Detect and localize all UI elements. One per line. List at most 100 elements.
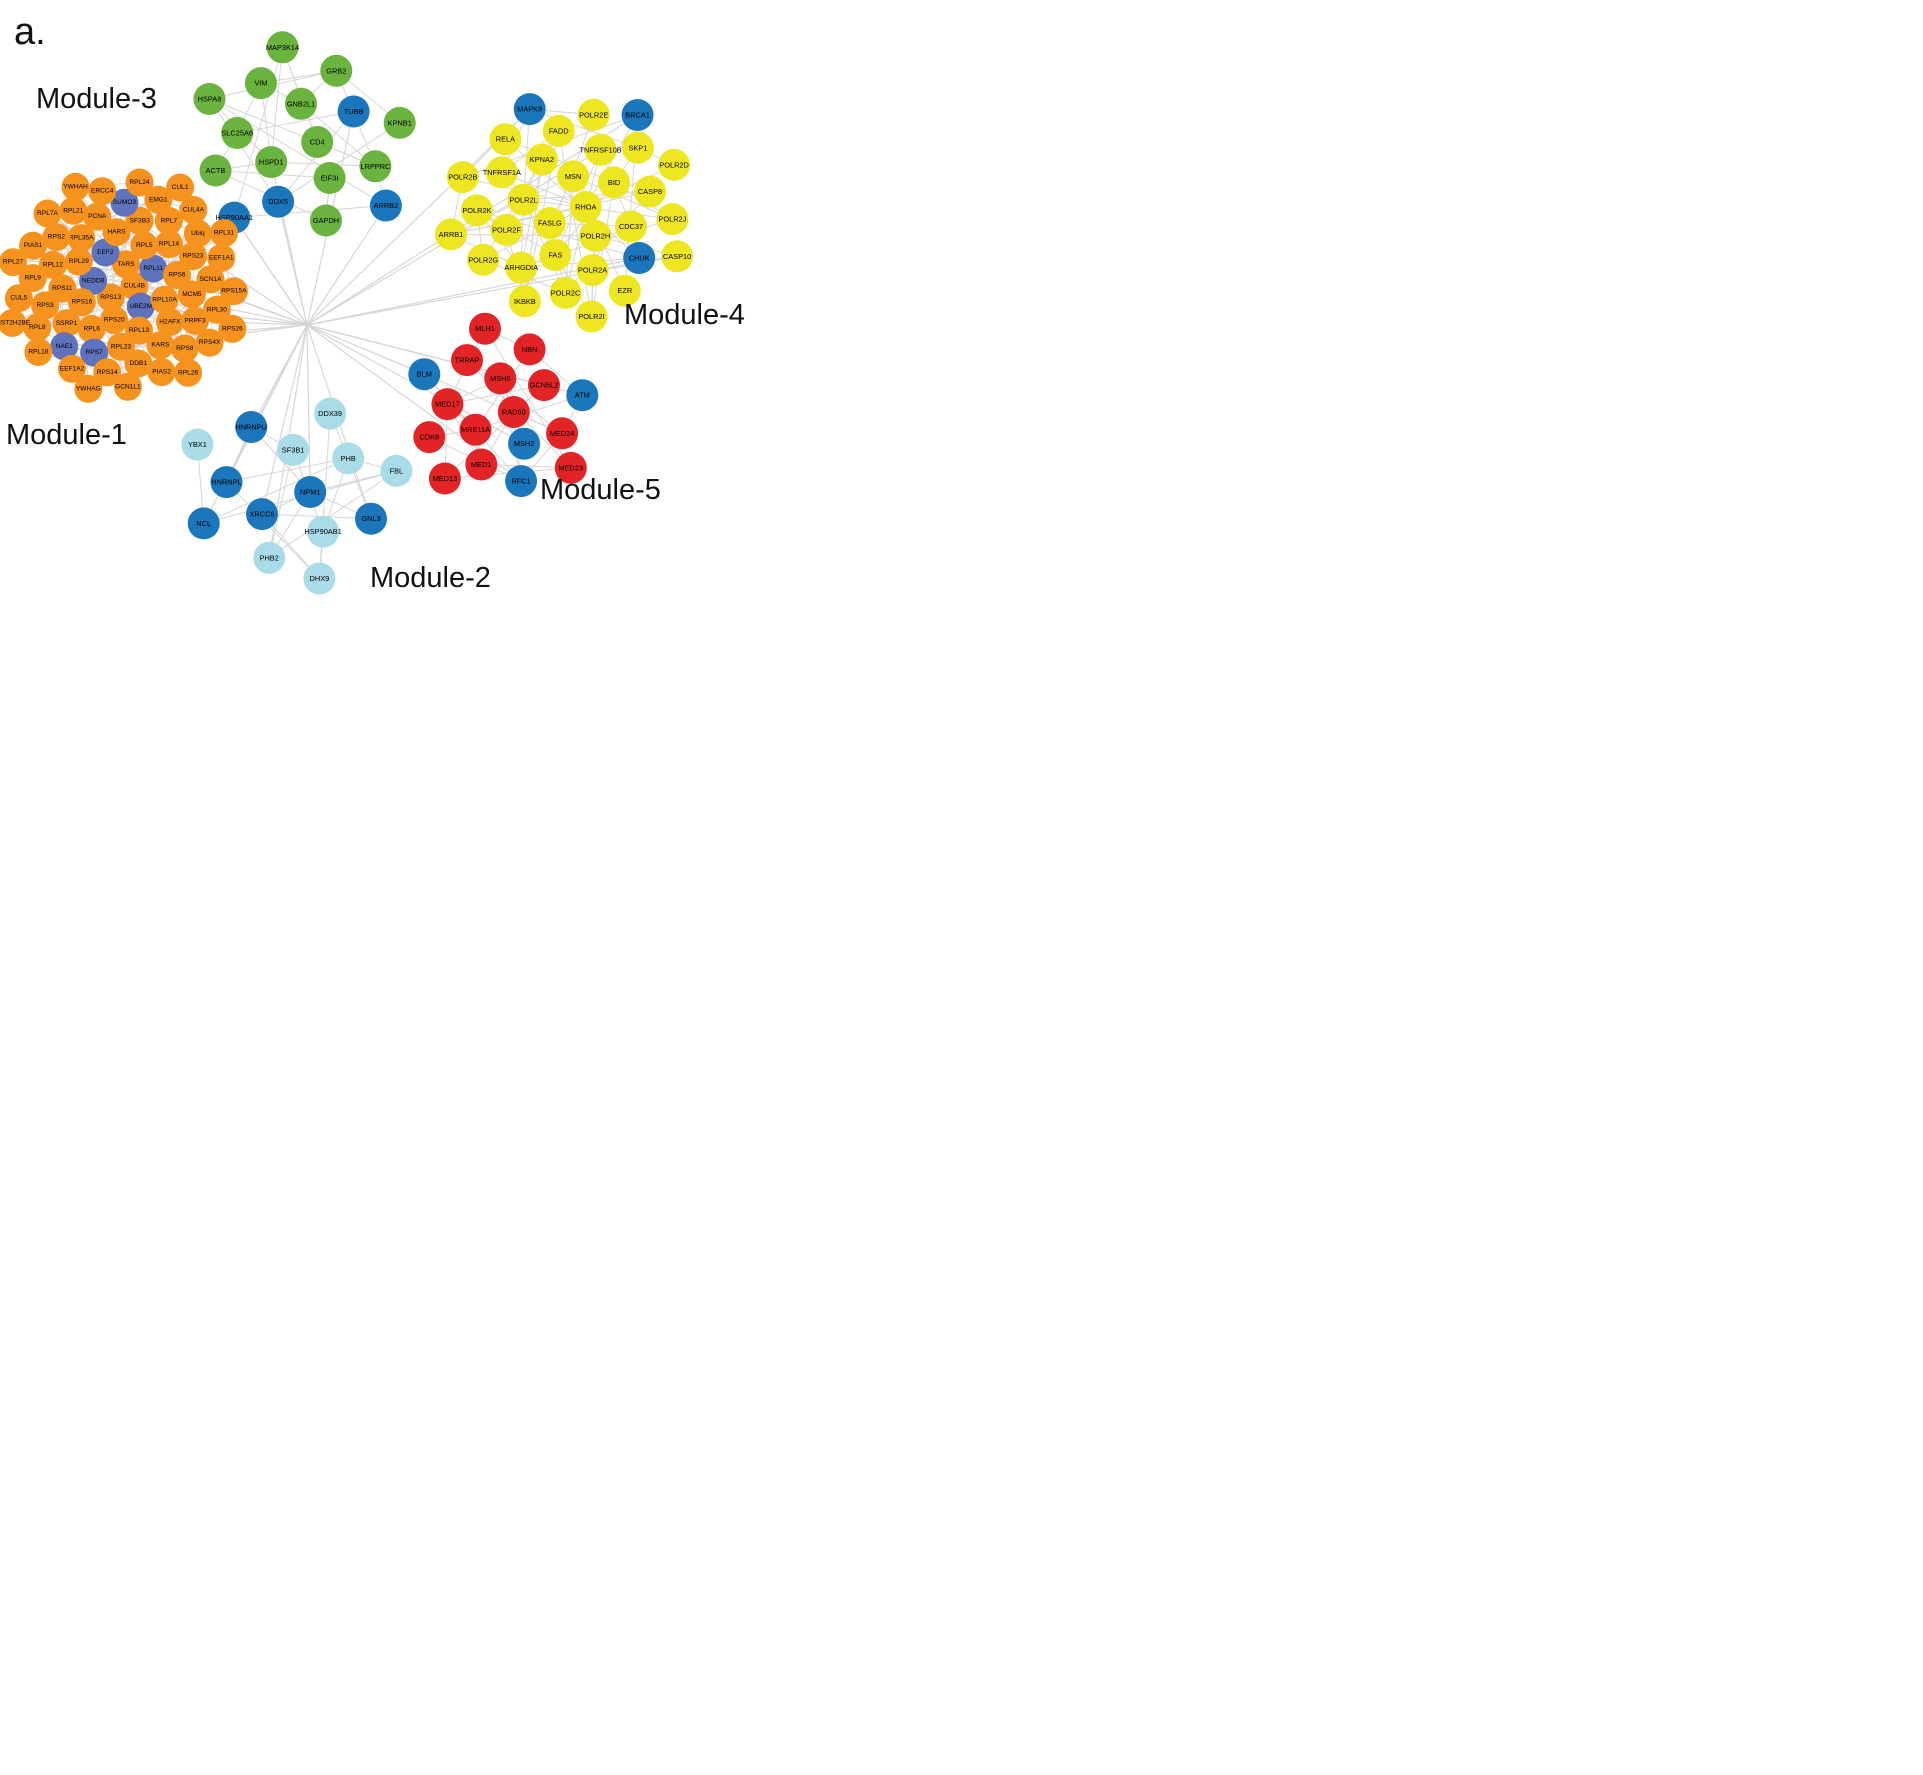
gene-node [549, 277, 582, 309]
gene-node [235, 411, 268, 443]
module-edge [176, 187, 181, 276]
gene-label: POLR2H [581, 231, 611, 240]
gene-label: RPL11 [143, 265, 163, 272]
gene-label: DHX9 [310, 574, 330, 583]
gene-node [621, 99, 654, 131]
module-edge [203, 457, 349, 524]
gene-label: MED1 [471, 460, 492, 469]
gene-label: HSPD1 [259, 158, 284, 167]
gene-label: RPL26 [178, 369, 198, 376]
gene-label: DDX5 [268, 197, 288, 206]
gene-label: KPNA2 [530, 155, 554, 164]
gene-node [490, 213, 523, 246]
module-label: Module-5 [540, 474, 661, 506]
gene-label: MAP3K14 [266, 43, 299, 52]
gene-node [96, 283, 125, 312]
gene-label: RPL24 [129, 179, 149, 186]
gene-node [146, 331, 175, 360]
module-edge [447, 384, 545, 405]
gene-label: NAE1 [56, 343, 74, 350]
gene-label: RPS15A [221, 288, 247, 295]
module-edge [300, 103, 376, 167]
gene-label: RPS8 [176, 345, 194, 352]
gene-node [608, 274, 641, 307]
gene-label: RAD50 [502, 408, 526, 417]
gene-label: RPS16 [71, 299, 92, 306]
gene-node [195, 328, 224, 357]
gene-node [459, 413, 492, 446]
gene-label: ARRB2 [374, 201, 399, 210]
gene-node [33, 199, 62, 228]
gene-label: RPS26 [222, 325, 243, 332]
gene-label: UBE2M [129, 303, 152, 310]
gene-label: POLR2J [658, 215, 686, 224]
module-label: Module-3 [36, 83, 157, 115]
gene-label: IKBKB [514, 297, 536, 306]
gene-label: FASLG [538, 219, 562, 228]
gene-node [369, 189, 402, 222]
gene-label: HARS [107, 229, 126, 236]
hub-edge [233, 217, 308, 326]
gene-label: GNB2L1 [287, 99, 315, 108]
gene-label: ERCC4 [91, 188, 114, 195]
gene-label: POLR2B [448, 173, 477, 182]
gene-node [4, 284, 33, 313]
gene-label: PCNA [88, 213, 107, 220]
gene-node [460, 194, 493, 227]
gene-label: RPL13 [129, 327, 149, 334]
gene-node [505, 251, 538, 284]
gene-node [219, 277, 248, 306]
gene-node [112, 250, 140, 279]
gene-label: CDC37 [619, 222, 643, 231]
gene-node [0, 309, 27, 337]
gene-node [18, 264, 47, 293]
module-edge [555, 218, 673, 256]
gene-node [67, 288, 96, 317]
gene-node [301, 126, 334, 158]
gene-label: MSH6 [490, 374, 511, 383]
gene-label: CUL4A [183, 206, 205, 213]
gene-label: RFC1 [511, 477, 530, 486]
gene-node [431, 388, 464, 421]
gene-node [183, 219, 212, 248]
gene-label: RPL10A [152, 296, 177, 303]
gene-label: TNFRSF1A [483, 168, 521, 177]
module-edge [268, 449, 294, 558]
gene-label: CUL4B [124, 283, 146, 290]
gene-node [253, 541, 286, 574]
gene-label: NBN [522, 345, 538, 354]
gene-node [513, 333, 546, 366]
gene-label: BRCA1 [625, 111, 650, 120]
gene-node [64, 247, 93, 276]
gene-node [355, 502, 387, 535]
gene-node [435, 218, 467, 251]
gene-node [634, 175, 666, 208]
gene-label: CUL5 [10, 295, 27, 302]
gene-node [177, 280, 206, 309]
gene-node [102, 218, 131, 247]
gene-node [469, 312, 501, 345]
gene-label: SF3B3 [130, 217, 150, 224]
gene-label: XRCC6 [249, 510, 274, 519]
gene-node [125, 316, 153, 345]
gene-label: HSP90AA1 [216, 213, 253, 222]
module-edge [209, 98, 387, 206]
gene-node [569, 191, 602, 223]
module-edge [209, 98, 279, 202]
gene-label: MED24 [550, 429, 575, 438]
gene-node [566, 379, 599, 412]
gene-node [166, 173, 195, 202]
gene-node [294, 476, 327, 508]
gene-node [575, 300, 608, 333]
gene-node [266, 31, 299, 64]
gene-node [150, 285, 179, 314]
gene-node [83, 202, 112, 231]
hub-edge [306, 324, 311, 493]
gene-label: YWHAH [63, 183, 88, 190]
gene-node [277, 433, 310, 466]
gene-node [497, 396, 530, 428]
gene-node [67, 224, 96, 253]
gene-label: GCN5L2 [530, 381, 559, 390]
gene-label: RPS7 [85, 349, 103, 356]
